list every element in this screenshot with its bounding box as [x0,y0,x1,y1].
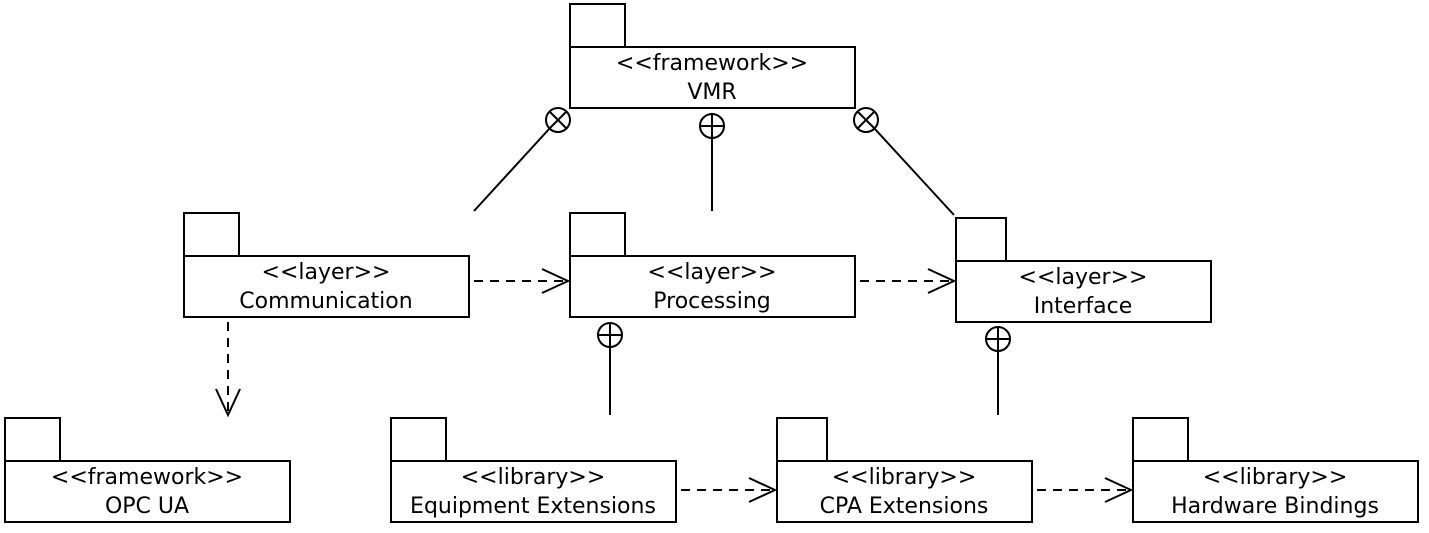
dependency-cpa-hardware [1037,477,1134,503]
dependency-communication-processing [474,268,571,294]
containment-vmr-interface [853,107,955,216]
package-interface: <<layer>> Interface [955,217,1212,323]
open-arrowhead-icon [541,268,571,294]
package-communication-name: Communication [239,289,412,314]
containment-interface-cpa [985,326,1011,415]
package-opcua-stereotype: <<framework>> [51,465,243,490]
package-vmr-stereotype: <<framework>> [616,51,808,76]
package-cpa-stereotype: <<library>> [832,465,977,490]
containment-vmr-processing [699,113,725,211]
package-equipment-extensions: <<library>> Equipment Extensions [390,417,677,523]
package-opcua-name: OPC UA [105,494,189,519]
package-processing-name: Processing [653,289,770,314]
open-arrowhead-icon [215,388,241,418]
package-cpa-extensions: <<library>> CPA Extensions [776,417,1033,523]
open-arrowhead-icon [927,268,957,294]
dependency-processing-interface [860,268,957,294]
package-equipment-name: Equipment Extensions [410,494,656,519]
package-hardware-name: Hardware Bindings [1171,494,1379,519]
package-equipment-stereotype: <<library>> [461,465,606,490]
package-interface-name: Interface [1034,294,1133,319]
package-hardware-bindings: <<library>> Hardware Bindings [1132,417,1419,523]
package-communication-stereotype: <<layer>> [262,260,391,285]
package-processing: <<layer>> Processing [569,212,856,318]
package-vmr-name: VMR [687,80,736,105]
package-processing-stereotype: <<layer>> [648,260,777,285]
package-opcua: <<framework>> OPC UA [4,417,291,523]
containment-processing-equipment [597,322,623,415]
package-cpa-name: CPA Extensions [820,494,989,519]
package-vmr: <<framework>> VMR [569,3,856,109]
containment-vmr-communication [473,107,571,212]
package-hardware-stereotype: <<library>> [1203,465,1348,490]
package-communication: <<layer>> Communication [183,212,470,318]
open-arrowhead-icon [748,477,778,503]
open-arrowhead-icon [1104,477,1134,503]
package-interface-stereotype: <<layer>> [1019,265,1148,290]
dependency-equipment-cpa [681,477,778,503]
dependency-communication-opcua [215,322,241,418]
